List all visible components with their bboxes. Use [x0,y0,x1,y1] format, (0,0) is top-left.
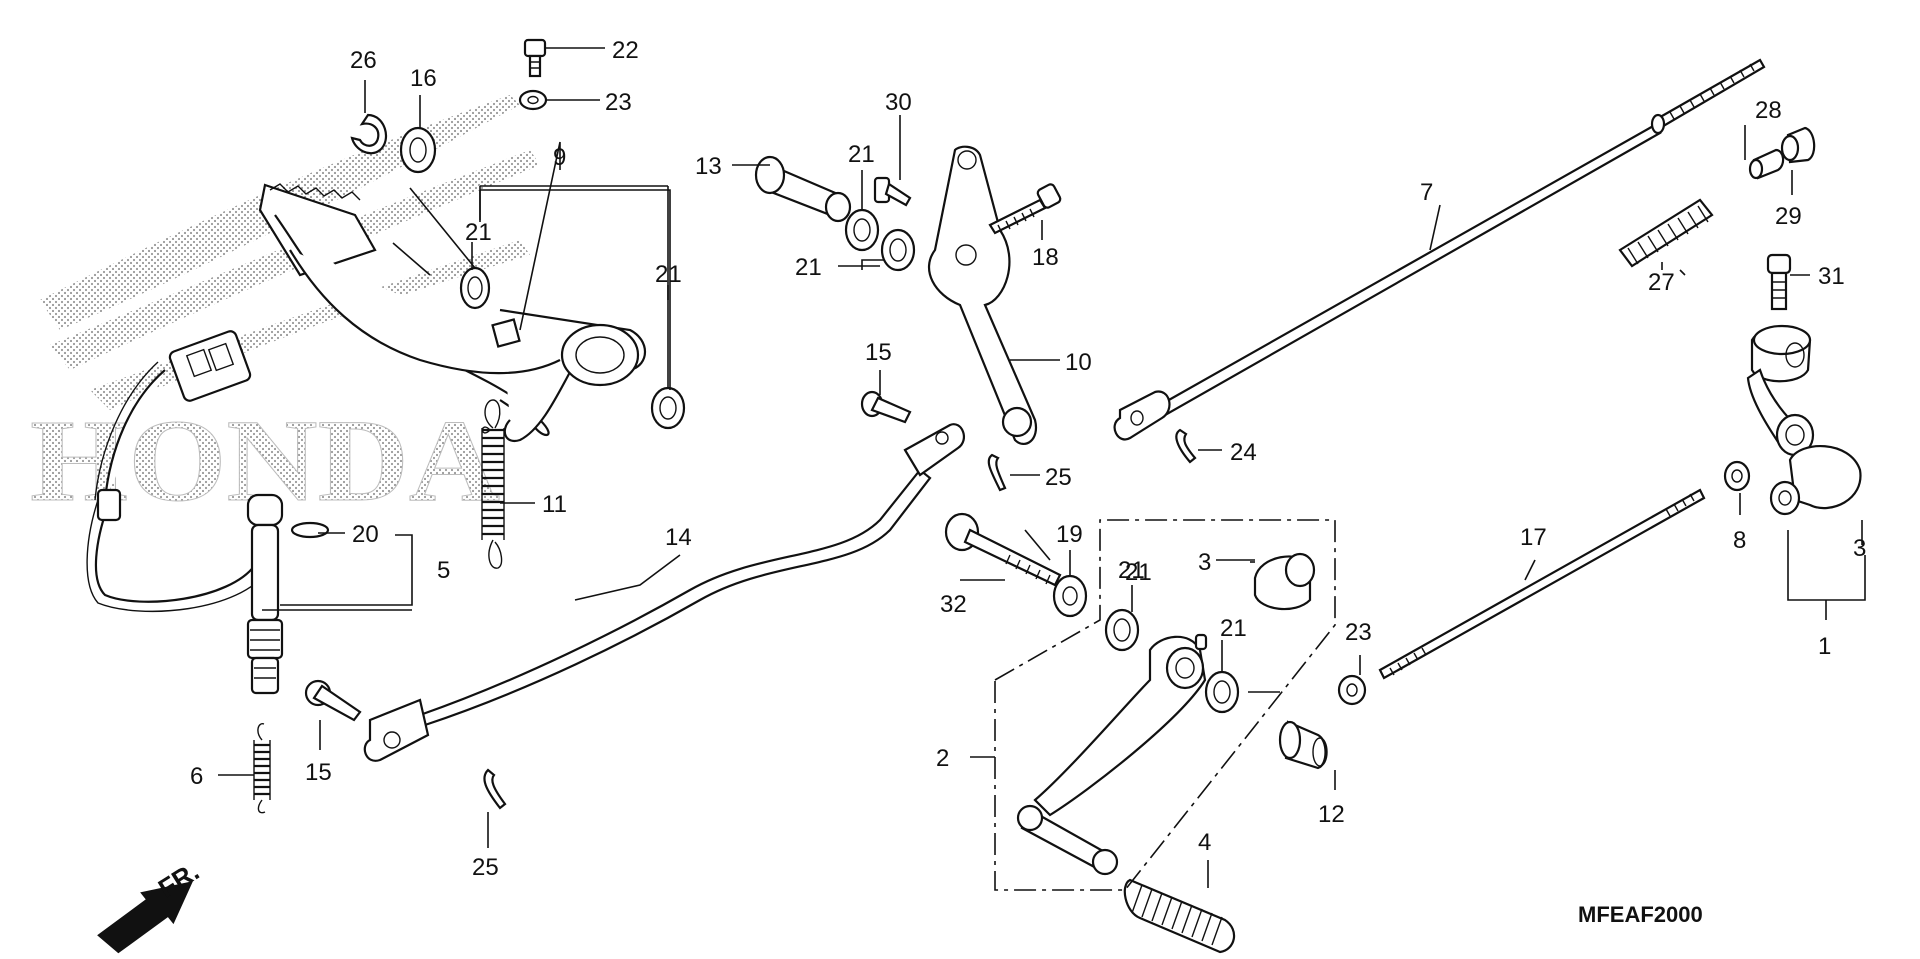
callout-16: 16 [410,65,437,92]
callout-15-lower: 15 [305,759,332,786]
callout-6: 6 [190,763,203,790]
callout-21c: 21 [848,141,875,168]
bolt-22 [523,38,547,78]
gearshift-pedal-2 [1016,633,1208,876]
callout-32: 32 [940,591,967,618]
shift-arm-10 [927,145,1038,445]
callout-22: 22 [612,37,639,64]
bolt-31 [1766,253,1792,311]
callout-14: 14 [665,524,692,551]
washer-21f [1204,670,1240,714]
collar-12 [1278,720,1328,770]
callout-21a: 21 [465,219,492,246]
callout-21d: 21 [795,254,822,281]
callout-30: 30 [885,89,912,116]
callout-19: 19 [1056,521,1083,548]
brake-rod-14 [363,423,966,762]
washer-19 [1052,574,1088,618]
pivot-collar-13 [754,155,852,223]
callout-28: 28 [1755,97,1782,124]
callout-21g: 21 [1220,615,1247,642]
shift-rod-7 [1113,58,1766,441]
brake-pedal [258,183,646,443]
cotter-pin-25-upper [987,453,1007,492]
spring-6 [253,723,271,814]
ball-joint-3-center [1253,552,1316,611]
callout-2: 2 [936,745,949,772]
nut-8 [1723,460,1751,492]
callout-5: 5 [437,557,450,584]
honda-wing-watermark: HONDA [30,95,540,527]
bolt-18 [988,183,1062,235]
front-direction-arrow-icon: FR. [97,856,204,954]
cotter-pin-25-lower [483,768,507,810]
ball-joint-3-right [1769,444,1862,516]
collar-28 [1748,148,1785,180]
callout-29: 29 [1775,203,1802,230]
callout-23-top: 23 [605,89,632,116]
callout-21b: 21 [655,261,682,288]
callout-25-lower: 25 [472,854,499,881]
callout-26: 26 [350,47,377,74]
pin-15-upper [860,390,912,424]
callout-25-upper: 25 [1045,464,1072,491]
nut-23-lower [1337,674,1367,706]
callout-1: 1 [1818,633,1831,660]
callout-24: 24 [1230,439,1257,466]
washer-21c [844,208,880,252]
spring-11 [481,399,505,569]
callout-8: 8 [1733,527,1746,554]
spring-27 [1618,198,1714,268]
callout-7: 7 [1420,179,1433,206]
washer-21b [650,386,686,430]
leader-lines [218,47,1866,888]
nut-29 [1780,126,1816,164]
callout-23-lower: 23 [1345,619,1372,646]
pin-15-lower [304,679,362,722]
callout-4: 4 [1198,829,1211,856]
callout-13: 13 [695,153,722,180]
joint-assembly-1 [1746,324,1815,457]
callout-labels: 22 23 26 16 9 21 21 21 13 21 30 21 18 10… [190,37,1866,881]
circlip-26 [350,113,388,155]
callout-10: 10 [1065,349,1092,376]
callout-21f: 21 [1118,557,1145,584]
callout-20: 20 [352,521,379,548]
callout-3-center: 3 [1198,549,1211,576]
washer-21a [459,266,491,310]
callout-17: 17 [1520,524,1547,551]
pedal-rubber-4 [1123,878,1236,954]
callout-3-right: 3 [1853,535,1866,562]
assembly-outline-2 [994,519,1336,891]
callout-18: 18 [1032,244,1059,271]
diagram-code: MFEAF2000 [1578,902,1703,927]
pin-30 [873,176,912,207]
tie-rod-17 [1378,488,1706,680]
callout-21e: 21 [1125,559,1152,586]
cotter-pin-24 [1175,428,1197,464]
callout-9: 9 [553,144,566,171]
o-ring-20 [290,521,330,539]
nut-23-top [518,89,548,111]
callout-15-upper: 15 [865,339,892,366]
callout-12: 12 [1318,801,1345,828]
callout-31: 31 [1818,263,1845,290]
bolt-32 [944,512,1062,587]
callout-27: 27 [1648,269,1675,296]
washer-21e [1104,608,1140,652]
washer-21d [880,228,916,272]
callout-11: 11 [542,491,567,518]
washer-16 [399,126,437,174]
brake-light-switch [86,330,284,695]
